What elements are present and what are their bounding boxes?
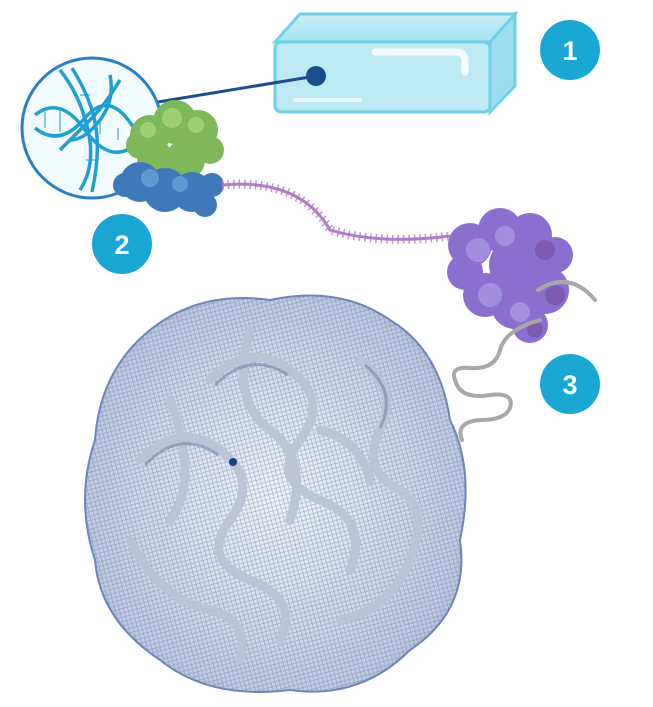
rna-polymerase-icon	[113, 100, 224, 217]
step-number-2: 2	[114, 230, 129, 260]
dna-nucleus-icon	[20, 56, 164, 200]
step-badge-3: 3	[540, 354, 600, 414]
mrna-strand-icon	[221, 179, 451, 244]
step-number-3: 3	[562, 370, 577, 400]
step-number-1: 1	[562, 36, 577, 66]
folded-protein-icon	[84, 294, 467, 693]
ribosome-icon	[447, 208, 573, 343]
step-badge-1: 1	[540, 20, 600, 80]
step-badge-2: 2	[92, 214, 152, 274]
cell-box-icon	[271, 10, 519, 116]
connector-line	[157, 66, 326, 104]
polypeptide-chain-icon	[452, 280, 597, 442]
